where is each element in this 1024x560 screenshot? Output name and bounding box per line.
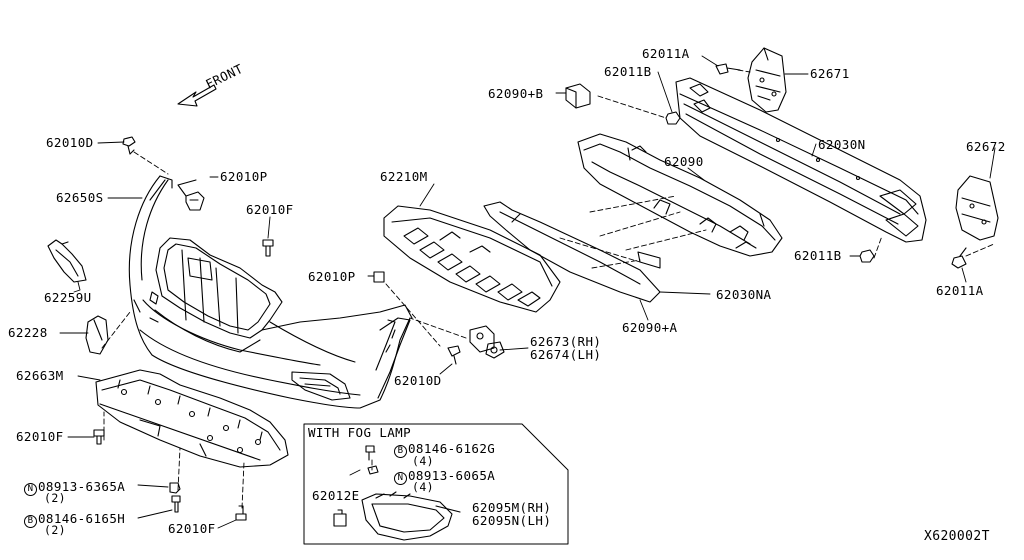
bumper-fascia xyxy=(128,175,413,409)
clip-62010f-bottom xyxy=(235,505,247,521)
part-number: 08146-6165H xyxy=(38,511,126,526)
screw-62010d-top xyxy=(122,136,136,155)
part-label-62030na: 62030NA xyxy=(716,287,772,302)
bracket-62030na xyxy=(637,251,661,269)
part-label-62090: 62090 xyxy=(664,154,704,169)
screw-62010d-bottom xyxy=(447,345,461,365)
bracket-62673-62674 xyxy=(469,325,505,359)
nut-62011b-top xyxy=(665,111,681,125)
front-arrow-icon xyxy=(177,84,217,107)
part-number: 08913-6365A xyxy=(38,479,126,494)
tow-cap-62228 xyxy=(85,315,109,355)
part-label-62650s: 62650S xyxy=(56,190,104,205)
under-cover-62663m xyxy=(95,369,289,468)
nut-prefix-icon: N xyxy=(24,483,37,496)
bolt-prefix-icon: B xyxy=(394,445,407,458)
part-label-62011a-top: 62011A xyxy=(642,46,690,61)
bolt-62011a-top xyxy=(715,63,741,75)
part-number: 08146-6162G xyxy=(408,441,496,456)
part-label-62095n-lh: 62095N(LH) xyxy=(472,513,552,528)
part-label-62095m-rh: 62095M(RH) xyxy=(472,500,552,515)
part-label-62011a-right: 62011A xyxy=(936,283,984,298)
qty-08146-6165h: (2) xyxy=(44,523,66,537)
qty-08913-6365a: (2) xyxy=(44,491,66,505)
part-label-62671: 62671 xyxy=(810,66,850,81)
reinforcement-62030n xyxy=(675,77,927,243)
part-label-62010f-bottom: 62010F xyxy=(168,521,216,536)
dashed-guide-lines xyxy=(101,69,995,509)
part-label-62090b: 62090+B xyxy=(488,86,544,101)
part-label-62210m: 62210M xyxy=(380,169,428,184)
part-label-62010d-bottom: 62010D xyxy=(394,373,442,388)
part-label-62090a: 62090+A xyxy=(622,320,678,335)
leader-lines xyxy=(59,55,996,529)
bracket-62672 xyxy=(955,175,999,241)
part-label-62010p-mid: 62010P xyxy=(308,269,356,284)
clip-62010f-left xyxy=(93,429,105,445)
part-label-62030n: 62030N xyxy=(818,137,866,152)
part-label-62672: 62672 xyxy=(966,139,1006,154)
part-label-62011b-right: 62011B xyxy=(794,248,842,263)
nut-prefix-icon: N xyxy=(394,472,407,485)
clip-62010p-mid xyxy=(373,271,385,283)
absorber-62090 xyxy=(577,133,783,257)
bracket-62259u xyxy=(47,239,87,283)
bolt-08146-6165h xyxy=(171,495,181,513)
part-label-62673-rh: 62673(RH) xyxy=(530,334,602,349)
absorber-62090a xyxy=(483,201,661,303)
part-label-62010d-top: 62010D xyxy=(46,135,94,150)
part-label-62010f-mid: 62010F xyxy=(246,202,294,217)
nut-08913-6365a xyxy=(169,482,181,494)
qty-08913-6065a: (4) xyxy=(412,480,434,494)
part-label-62228: 62228 xyxy=(8,325,48,340)
clip-62090b xyxy=(565,83,591,109)
clip-62010f-mid xyxy=(262,239,274,257)
part-label-62674-lh: 62674(LH) xyxy=(530,347,602,362)
grille-62210m xyxy=(383,205,561,313)
part-label-62663m: 62663M xyxy=(16,368,64,383)
inset-title: WITH FOG LAMP xyxy=(308,425,412,440)
part-label-62259u: 62259U xyxy=(44,290,92,305)
bolt-62011a-right xyxy=(951,247,967,269)
nut-62011b-right xyxy=(859,249,875,263)
qty-08146-6162g: (4) xyxy=(412,454,434,468)
part-label-62012e: 62012E xyxy=(312,488,360,503)
part-label-62010f-left: 62010F xyxy=(16,429,64,444)
part-number: 08913-6065A xyxy=(408,468,496,483)
fog-lamp-inset xyxy=(303,423,569,545)
part-label-62011b-top: 62011B xyxy=(604,64,652,79)
part-label-62010p-top: 62010P xyxy=(220,169,268,184)
clip-62010p-top xyxy=(177,179,205,211)
bolt-prefix-icon: B xyxy=(24,515,37,528)
bracket-62671 xyxy=(747,47,787,113)
diagram-id: X620002T xyxy=(924,529,990,544)
